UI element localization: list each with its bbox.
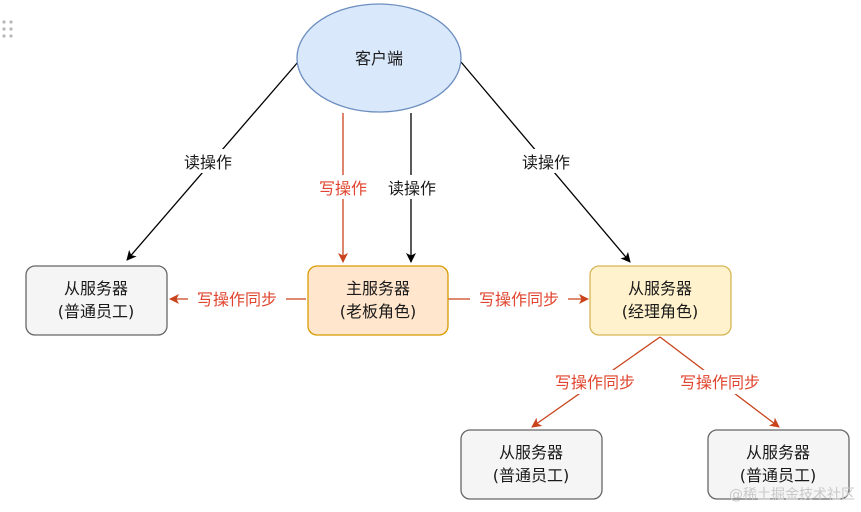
edge-label-read-left-text: 读操作 xyxy=(184,153,232,172)
edge-label-read-master: 读操作 xyxy=(380,175,444,199)
edge-label-sync-right: 写操作同步 xyxy=(470,287,568,311)
edge-label-sync-bottom-left: 写操作同步 xyxy=(546,370,644,394)
edge-label-read-right: 读操作 xyxy=(514,149,578,173)
slave-node-manager[interactable]: 从服务器 (经理角色) xyxy=(589,265,732,336)
master-node[interactable]: 主服务器 (老板角色) xyxy=(307,265,449,336)
edge-label-sync-left-text: 写操作同步 xyxy=(197,290,277,309)
edge-label-sync-left: 写操作同步 xyxy=(188,287,286,311)
edge-label-read-master-text: 读操作 xyxy=(388,179,436,198)
drag-handle-icon[interactable] xyxy=(2,20,13,38)
slave-manager-role: (经理角色) xyxy=(622,302,699,321)
edge-label-sync-bottom-right-text: 写操作同步 xyxy=(680,373,760,392)
edge-label-sync-bottom-right: 写操作同步 xyxy=(671,370,769,394)
slave-bottom-left-role: (普通员工) xyxy=(493,466,570,485)
master-role: (老板角色) xyxy=(340,302,417,321)
client-label: 客户端 xyxy=(355,49,403,68)
slave-node-left[interactable]: 从服务器 (普通员工) xyxy=(25,265,168,336)
edge-label-write-master-text: 写操作 xyxy=(319,179,367,198)
edge-label-write-master: 写操作 xyxy=(311,175,375,199)
master-title: 主服务器 xyxy=(346,279,410,298)
edge-label-sync-bottom-left-text: 写操作同步 xyxy=(555,373,635,392)
edge-label-read-right-text: 读操作 xyxy=(522,153,570,172)
slave-bottom-right-title: 从服务器 xyxy=(746,443,810,462)
edge-label-read-left: 读操作 xyxy=(176,149,240,173)
slave-left-title: 从服务器 xyxy=(64,279,128,298)
slave-manager-title: 从服务器 xyxy=(628,279,692,298)
edge-label-sync-right-text: 写操作同步 xyxy=(479,290,559,309)
slave-bottom-right-role: (普通员工) xyxy=(740,466,817,485)
slave-left-role: (普通员工) xyxy=(58,302,135,321)
slave-bottom-left-title: 从服务器 xyxy=(499,443,563,462)
client-node[interactable]: 客户端 xyxy=(296,3,462,113)
watermark: @稀土掘金技术社区 xyxy=(729,487,855,503)
slave-node-bottom-left[interactable]: 从服务器 (普通员工) xyxy=(460,429,603,500)
slave-node-bottom-right[interactable]: 从服务器 (普通员工) xyxy=(707,429,850,500)
